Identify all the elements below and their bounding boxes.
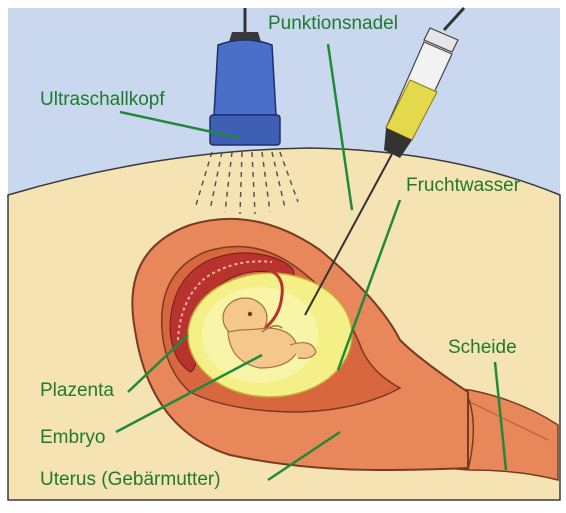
- probe-head: [210, 115, 280, 145]
- probe-body: [214, 40, 276, 115]
- label-fluid: Fruchtwasser: [406, 176, 520, 195]
- label-uterus: Uterus (Gebärmutter): [40, 470, 221, 489]
- embryo-eye: [248, 312, 252, 316]
- label-vagina: Scheide: [448, 338, 517, 357]
- label-embryo: Embryo: [40, 428, 105, 447]
- label-placenta: Plazenta: [40, 381, 114, 400]
- label-probe: Ultraschallkopf: [40, 90, 165, 109]
- label-needle: Punktionsnadel: [268, 14, 398, 33]
